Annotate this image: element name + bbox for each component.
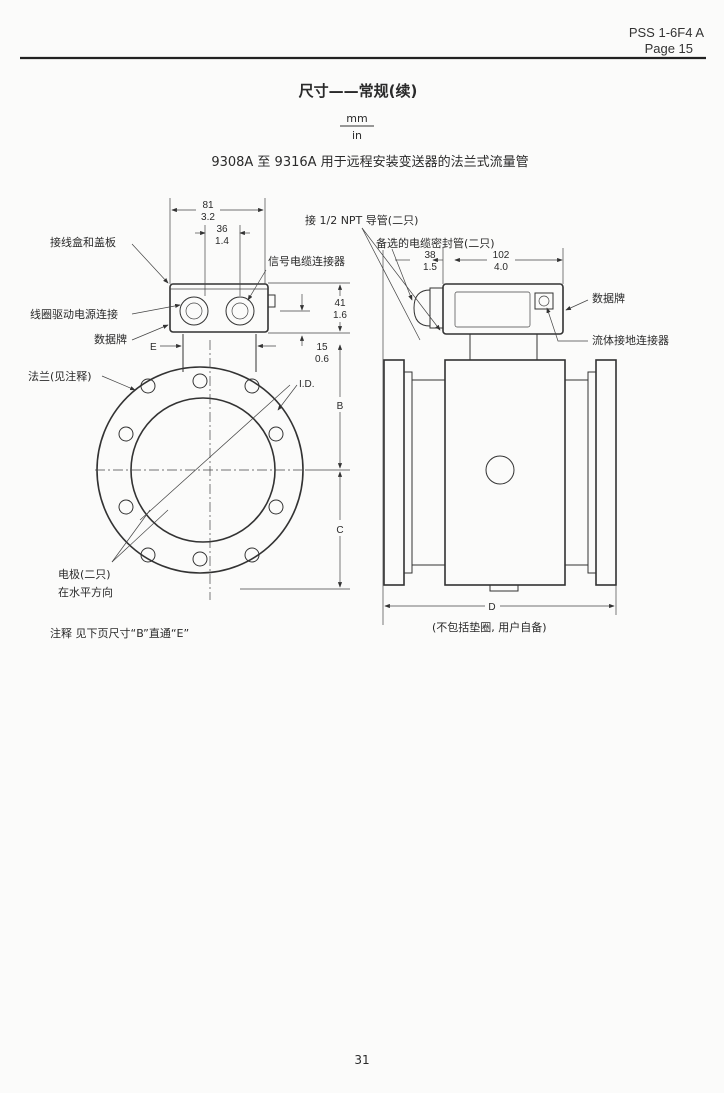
left-flange [383, 359, 405, 586]
signal-connector [225, 296, 255, 326]
tube-body [444, 359, 566, 586]
label-junction-box: 接线盒和盖板 [50, 235, 116, 249]
dim-102-in: 4.0 [494, 262, 508, 273]
dim-e-label: E [150, 342, 157, 353]
document-id: PSS 1-6F4 A [629, 25, 704, 40]
ground-connector [534, 292, 554, 310]
electrode-hole [485, 455, 515, 485]
junction-box [169, 283, 269, 333]
side-view [361, 227, 617, 625]
label-data-plate-side: 数据牌 [592, 291, 625, 305]
label-coil-drive: 线圈驱动电源连接 [30, 307, 118, 321]
dim-81-in: 3.2 [201, 212, 215, 223]
dim-81-mm: 81 [202, 200, 214, 211]
page-number: 31 [354, 1053, 369, 1067]
bolt-holes [118, 373, 284, 567]
dim-36-in: 1.4 [215, 236, 229, 247]
right-flange [595, 359, 617, 586]
dim-38-mm: 38 [424, 250, 436, 261]
unit-mm: mm [346, 112, 367, 125]
front-view [95, 198, 350, 600]
label-signal-cable: 信号电缆连接器 [268, 255, 345, 268]
footnote: 注释 见下页尺寸“B”直通“E” [50, 626, 189, 640]
unit-in: in [352, 129, 362, 142]
dim-102-mm: 102 [493, 250, 510, 261]
label-conduit: 接 1/2 NPT 导管(二只) [305, 213, 418, 227]
dim-41-in: 1.6 [333, 310, 347, 321]
label-electrodes: 电极(二只) [58, 567, 111, 581]
cable-gland [413, 289, 431, 327]
dim-b-label: B [337, 401, 344, 412]
dim-c-label: C [336, 525, 343, 536]
drawing-subtitle: 9308A 至 9316A 用于远程安装变送器的法兰式流量管 [211, 154, 528, 170]
label-horizontal: 在水平方向 [58, 585, 113, 599]
dim-36-mm: 36 [216, 224, 228, 235]
dim-d-label: D [488, 602, 495, 613]
page-title: 尺寸——常规(续) [299, 82, 418, 100]
page-label: Page 15 [645, 41, 693, 56]
id-label: I.D. [299, 379, 315, 390]
dim-15-in: 0.6 [315, 354, 329, 365]
dim-41-mm: 41 [334, 298, 346, 309]
label-gasket-note: (不包括垫圈, 用户自备) [432, 620, 547, 634]
label-ground-connector: 流体接地连接器 [592, 333, 669, 347]
coil-connector [179, 296, 209, 326]
side-neck [469, 333, 538, 361]
label-cable-gland: 备选的电缆密封管(二只) [376, 236, 495, 250]
dim-38-in: 1.5 [423, 262, 437, 273]
label-data-plate-front: 数据牌 [94, 332, 127, 346]
dim-15-mm: 15 [316, 342, 328, 353]
label-flange: 法兰(见注释) [28, 369, 92, 383]
